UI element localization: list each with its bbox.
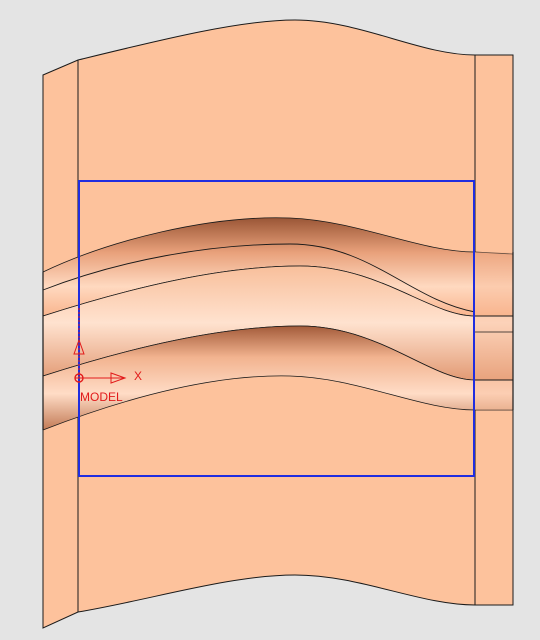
x-axis-label: X <box>134 369 142 383</box>
right-end-cap <box>475 252 513 410</box>
coordinate-triad-icon <box>73 308 127 384</box>
groove-edge-1 <box>42 243 476 313</box>
model-label: MODEL <box>80 390 123 404</box>
